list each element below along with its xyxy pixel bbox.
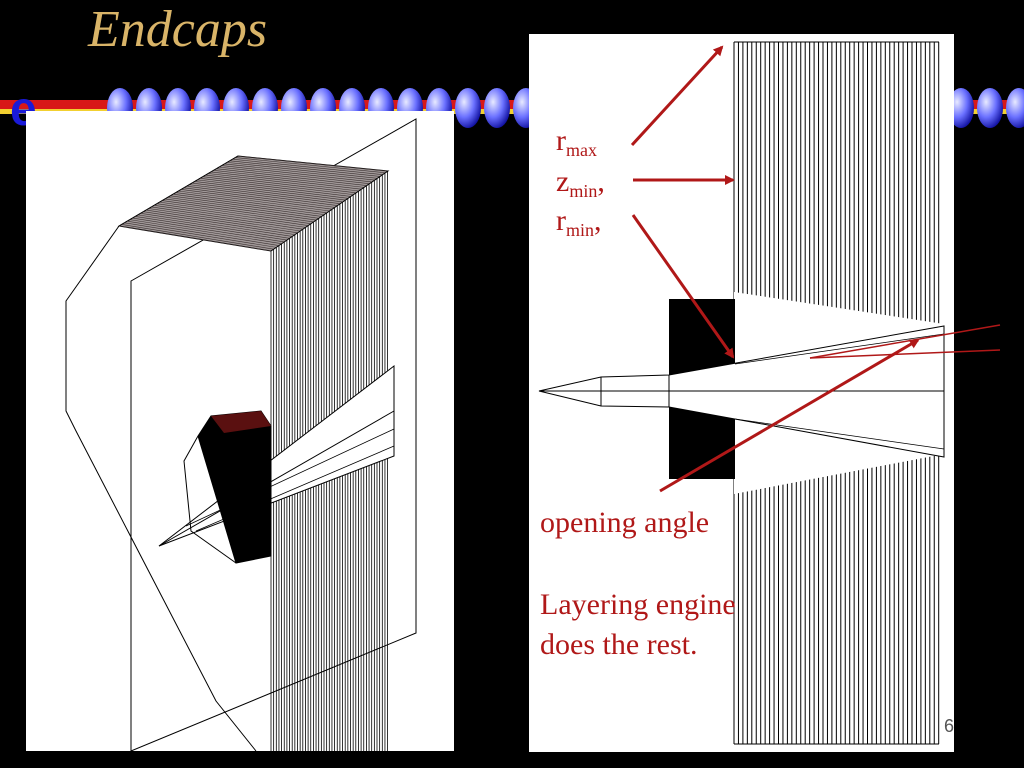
top-hatch-line (154, 205, 306, 228)
top-hatch-line (137, 214, 290, 239)
label-layering-line2: does the rest. (540, 628, 698, 661)
top-hatch-line (221, 165, 373, 183)
top-hatch-line (148, 208, 301, 232)
cone-line (158, 410, 395, 547)
cone-inner-line (734, 418, 945, 450)
top-hatch-line (129, 219, 282, 245)
bead (484, 88, 510, 128)
outer-outline (65, 225, 257, 751)
top-hatch-line (164, 198, 317, 221)
top-hatch-line (197, 179, 349, 199)
top-hatch-line (232, 158, 383, 175)
top-hatch-line (227, 162, 378, 179)
arrow-r-min (631, 214, 735, 359)
top-hatch-line (205, 174, 357, 194)
top-hatch-line (156, 203, 309, 226)
top-hatch-line (143, 211, 295, 235)
top-hatch-line (202, 176, 354, 195)
top-hatch-line (118, 225, 272, 252)
arrow-opening-angle (659, 338, 920, 493)
top-hatch-line (170, 195, 322, 217)
top-hatch-line (159, 201, 311, 225)
bead (977, 88, 1003, 128)
top-hatch-line (121, 224, 274, 250)
inner-block-top (677, 299, 735, 309)
endcap-cross-section (529, 34, 954, 752)
angle-ray-upper (809, 324, 1001, 359)
endcap-3d-view (26, 111, 454, 751)
bead (1006, 88, 1024, 128)
top-hatch-line (183, 187, 335, 208)
top-hatch-line (216, 168, 367, 186)
top-hatch-line (167, 197, 319, 219)
inner-outline (183, 435, 237, 564)
top-hatch-line (173, 193, 325, 215)
top-hatch-line (208, 173, 359, 192)
top-hatch-line (213, 170, 365, 188)
top-hatch-line (151, 206, 303, 230)
top-hatch-line (235, 157, 386, 174)
arrow-r-max (630, 45, 724, 147)
top-hatch-line (189, 184, 341, 205)
top-hatch-line (219, 166, 370, 185)
top-hatch-line (200, 177, 351, 197)
top-hatch-line (175, 192, 327, 214)
top-hatch-line (224, 163, 375, 181)
top-hatch-line (191, 182, 343, 203)
slide-number: 6 (944, 716, 955, 736)
label-r-max: rmax (556, 124, 597, 160)
label-z-min: zmin, (556, 165, 605, 201)
stripe-yellow (0, 109, 1024, 114)
top-hatch-line (229, 160, 381, 177)
bead (455, 88, 481, 128)
top-hatch-line (186, 185, 338, 206)
top-hatch-line (127, 220, 280, 246)
top-hatch-line (162, 200, 314, 223)
slide-title: Endcaps (88, 1, 268, 58)
top-hatch-line (194, 181, 346, 201)
top-hatch-line (237, 155, 389, 172)
bead (948, 88, 974, 128)
top-hatch-line (178, 190, 330, 212)
top-hatch-line (181, 189, 333, 210)
label-layering-line1: Layering engine (540, 588, 736, 621)
top-hatch-line (135, 216, 288, 241)
top-hatch-lines (118, 155, 389, 252)
top-hatch-line (140, 212, 293, 237)
inner-block-top (211, 411, 271, 433)
top-hatch-line (132, 217, 285, 243)
label-r-min: rmin, (556, 204, 602, 240)
top-hatch-line (146, 209, 298, 234)
label-opening-angle: opening angle (540, 506, 710, 539)
top-hatch-line (124, 222, 277, 248)
top-hatch-line (210, 171, 362, 190)
angle-ray-lower (809, 349, 1001, 359)
